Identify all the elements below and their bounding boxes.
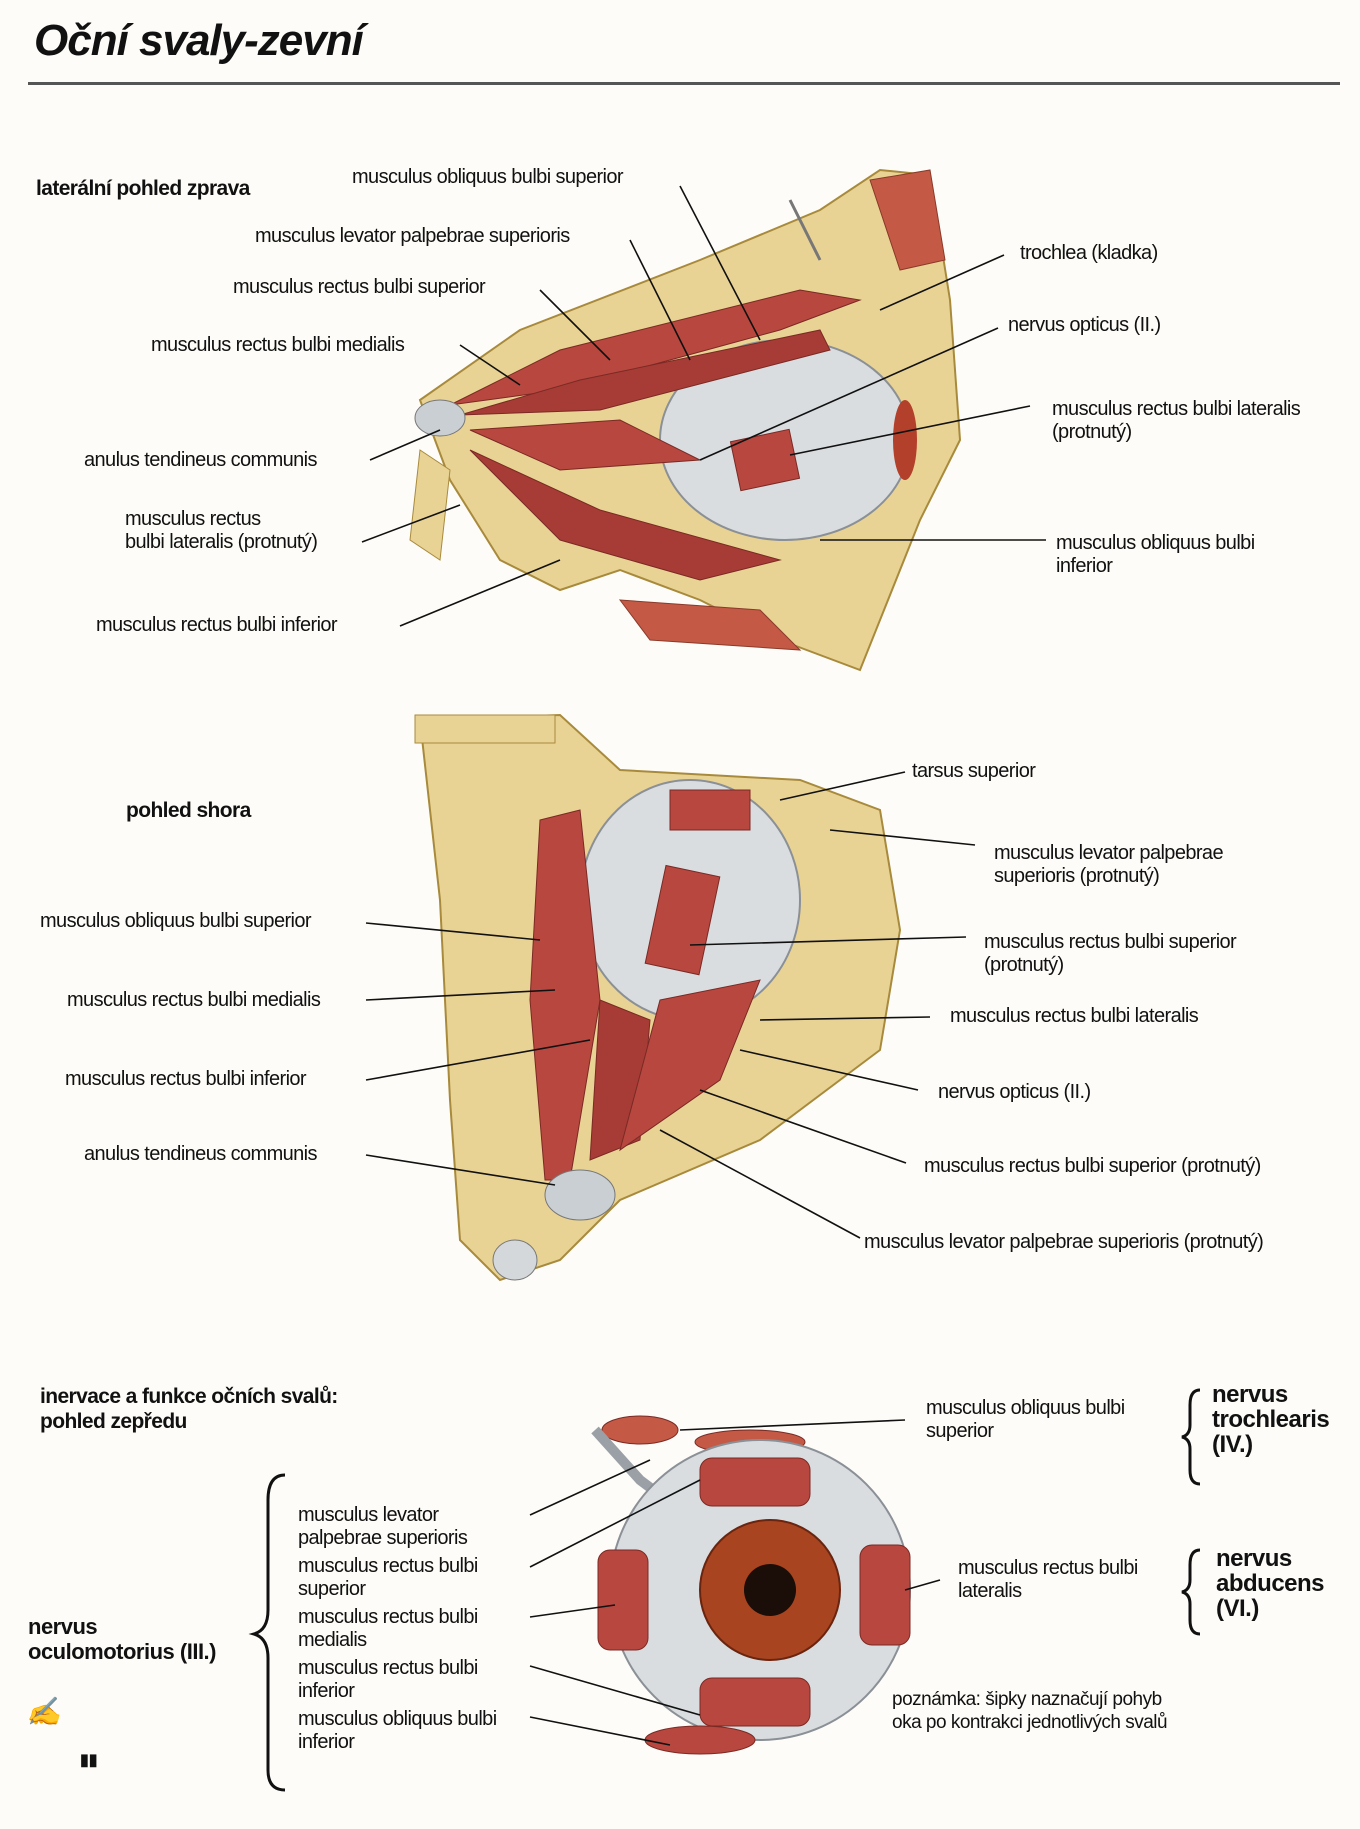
top-view-illustration [414,713,902,1282]
section-top-view-heading: pohled shora [126,799,251,822]
nerve-abducens-label: nervus abducens (VI.) [1216,1545,1325,1622]
lateral-label-levator: musculus levator palpebrae superioris [255,225,570,247]
front-label-rectus-lateralis: musculus rectus bulbi lateralis [958,1557,1138,1602]
lateral-view-illustration [409,168,962,672]
top-label-levator-cut-2: musculus levator palpebrae superioris (p… [864,1231,1264,1253]
top-label-obliquus-superior: musculus obliquus bulbi superior [40,910,312,932]
top-label-rectus-inferior: musculus rectus bulbi inferior [65,1068,307,1090]
nerve-trochlearis-label: nervus trochlearis (IV.) [1212,1381,1330,1458]
lateral-label-rectus-medialis: musculus rectus bulbi medialis [151,334,405,356]
section-front-view-heading: inervace a funkce očních svalů: pohled z… [40,1385,338,1433]
title-divider [28,82,1340,85]
front-view-illustration [591,1415,911,1755]
lateral-label-rectus-inferior: musculus rectus bulbi inferior [96,614,338,636]
nerve-braces [248,1388,1201,1792]
top-label-rectus-superior-cut-2: musculus rectus bulbi superior (protnutý… [924,1155,1261,1177]
front-label-obliquus-superior: musculus obliquus bulbi superior [926,1397,1125,1442]
top-label-anulus: anulus tendineus communis [84,1143,318,1165]
nerve-oculomotorius-label: nervus oculomotorius (III.) [28,1614,217,1664]
front-leader-lines [529,1419,941,1746]
arrows-note: poznámka: šipky naznačují pohyb oka po k… [892,1689,1168,1733]
top-label-rectus-medialis: musculus rectus bulbi medialis [67,989,321,1011]
front-label-rectus-inferior: musculus rectus bulbi inferior [298,1657,478,1702]
lateral-label-obliquus-superior: musculus obliquus bulbi superior [352,166,624,188]
front-label-rectus-medialis: musculus rectus bulbi medialis [298,1606,478,1651]
lateral-label-anulus: anulus tendineus communis [84,449,318,471]
page-title: Oční svaly-zevní [34,16,364,65]
lateral-label-trochlea: trochlea (kladka) [1020,242,1158,264]
front-label-levator: musculus levator palpebrae superioris [298,1504,468,1549]
top-leader-lines [365,771,976,1239]
top-label-tarsus: tarsus superior [912,760,1036,782]
top-label-rectus-lateralis: musculus rectus bulbi lateralis [950,1005,1199,1027]
top-label-opticus: nervus opticus (II.) [938,1081,1091,1103]
lateral-label-rectus-superior: musculus rectus bulbi superior [233,276,486,298]
top-label-levator-cut: musculus levator palpebrae superioris (p… [994,842,1224,887]
front-label-rectus-superior: musculus rectus bulbi superior [298,1555,478,1600]
lateral-label-obliquus-inferior: musculus obliquus bulbi inferior [1056,532,1255,577]
lateral-label-rectus-lateralis-cut-right: musculus rectus bulbi lateralis (protnut… [1052,398,1301,443]
publisher-logo: ▮▮ [80,1752,98,1769]
lateral-label-rectus-lateralis-cut: musculus rectus bulbi lateralis (protnut… [125,508,318,553]
lateral-leader-lines [361,185,1046,627]
lateral-label-opticus: nervus opticus (II.) [1008,314,1161,336]
artist-signature: ✍ [26,1695,61,1728]
section-lateral-view-heading: laterální pohled zprava [36,177,250,200]
top-label-rectus-superior-cut: musculus rectus bulbi superior (protnutý… [984,931,1237,976]
front-label-obliquus-inferior: musculus obliquus bulbi inferior [298,1708,497,1753]
